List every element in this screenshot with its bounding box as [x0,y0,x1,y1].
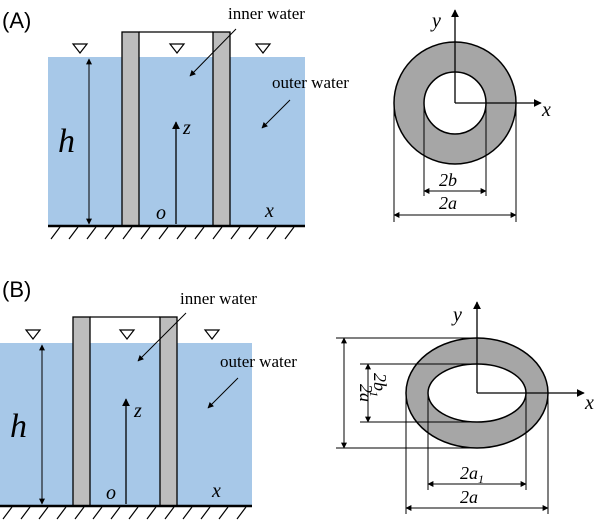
ground-hatch-icon [50,226,295,240]
arrow-icon [207,377,239,409]
cs-y-label: y [430,10,441,32]
cs-x-label: x [584,392,594,414]
cs-x-label: x [541,99,551,121]
left-pipe-wall [121,31,140,227]
panel-b: (B) h z o x in [0,277,594,520]
elliptical-cross-section: y x 2a1 2a 2a 2b1 [336,301,594,514]
x-label: x [264,200,274,222]
inner-major-axis-label: 2a1 [460,463,484,486]
inner-water-label: inner water [180,289,257,308]
h-label: h [10,408,27,445]
outer-water-label: outer water [220,352,297,371]
inner-minor-axis-label: 2b1 [367,373,390,397]
panel-a-label: (A) [2,8,31,33]
circular-cross-section: y x 2b 2a [393,9,551,222]
water-level-triangle-icon [168,43,186,54]
right-pipe-wall [212,31,231,227]
right-pipe-wall [159,316,178,507]
z-label: z [182,117,191,139]
origin-label: o [106,482,116,504]
arrow-icon [189,28,237,77]
origin-label: o [156,202,166,224]
outer-major-axis-label: 2a [460,487,478,507]
cs-y-label: y [451,304,462,326]
panel-b-label: (B) [2,277,31,302]
outer-diameter-label: 2a [439,193,457,213]
panel-a: (A) h z o x in [2,4,551,240]
h-label: h [58,123,75,160]
water-level-triangle-icon [203,329,221,340]
inner-diameter-label: 2b [439,170,457,190]
x-label: x [211,480,221,502]
water-level-triangle-icon [24,329,42,340]
left-pipe-wall [72,316,91,507]
arrow-icon [261,99,291,129]
arrow-icon [137,312,187,362]
ground-hatch-icon [2,506,247,520]
water-level-triangle-icon [118,329,136,340]
inner-water-label: inner water [228,4,305,23]
water-level-triangle-icon [254,43,272,54]
water-level-triangle-icon [71,43,89,54]
z-label: z [133,400,142,422]
outer-water-label: outer water [272,73,349,92]
